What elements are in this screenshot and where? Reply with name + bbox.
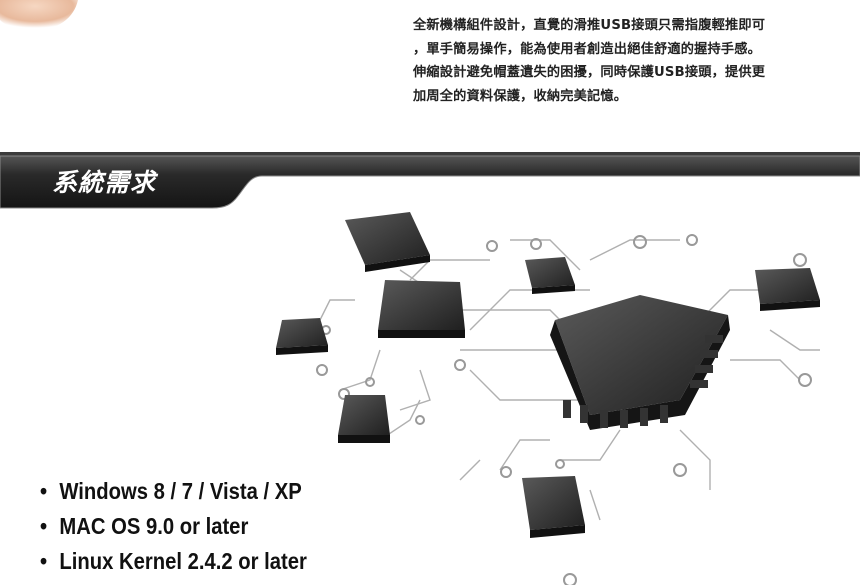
description-line: 全新機構組件設計，直覺的滑推USB接頭只需指腹輕推即可 <box>413 18 766 33</box>
chip-icon <box>522 476 585 538</box>
list-item: • Linux Kernel 2.4.2 or later <box>40 544 307 579</box>
description-line: 伸縮設計避免帽蓋遺失的困擾，同時保護USB接頭，提供更 <box>413 65 766 80</box>
chip-icon <box>525 257 575 294</box>
bullet-icon: • <box>40 513 48 539</box>
chip-icon <box>550 295 730 430</box>
product-description: 全新機構組件設計，直覺的滑推USB接頭只需指腹輕推即可 ，單手簡易操作，能為使用… <box>413 14 833 108</box>
requirement-text: MAC OS 9.0 or later <box>59 513 249 539</box>
description-line: ，單手簡易操作，能為使用者創造出絕佳舒適的握持手感。 <box>413 41 762 57</box>
section-title: 系統需求 <box>52 168 157 197</box>
bullet-icon: • <box>40 548 48 574</box>
list-item: • MAC OS 9.0 or later <box>40 509 307 544</box>
bullet-icon: • <box>40 478 48 504</box>
chip-icon <box>378 280 465 338</box>
chip-icon <box>755 268 820 311</box>
requirements-list: • Windows 8 / 7 / Vista / XP • MAC OS 9.0 … <box>40 474 343 579</box>
description-line: 加周全的資料保護，收納完美記憶。 <box>413 88 628 104</box>
requirement-text: Windows 8 / 7 / Vista / XP <box>59 478 302 504</box>
requirement-text: Linux Kernel 2.4.2 or later <box>59 548 307 574</box>
finger-image <box>0 0 78 31</box>
section-banner <box>0 152 860 209</box>
chip-icon <box>276 318 328 355</box>
chip-icon <box>345 212 430 272</box>
list-item: • Windows 8 / 7 / Vista / XP <box>40 474 307 509</box>
chip-icon <box>338 395 390 443</box>
circuit-chips-illustration <box>276 212 820 585</box>
